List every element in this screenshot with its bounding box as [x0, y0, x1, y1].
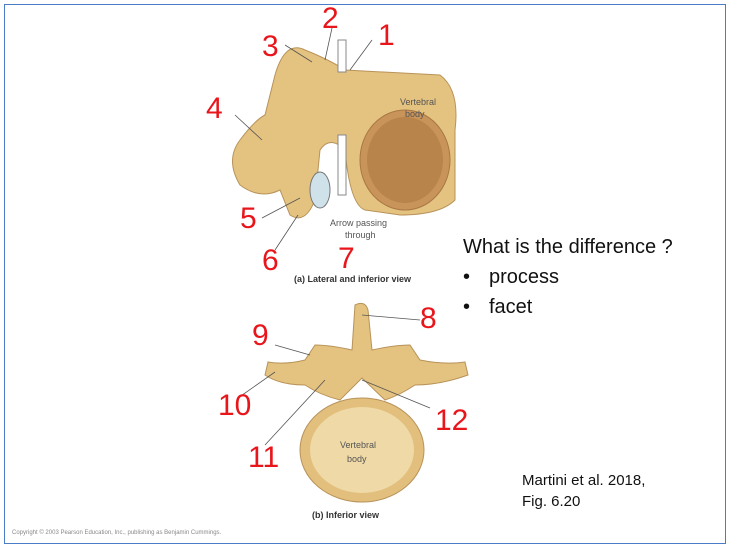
marker-8: 8: [420, 302, 437, 335]
marker-10: 10: [218, 389, 251, 422]
question-title: What is the difference ?: [463, 236, 673, 258]
marker-2: 2: [322, 2, 339, 35]
leader-lines: [234, 27, 431, 446]
marker-12: 12: [435, 404, 468, 437]
vertebral-body-label: Vertebral: [400, 97, 436, 107]
number-markers: 1 2 3 4 5 6 7 8 9 10 11 12: [206, 2, 468, 474]
marker-3: 3: [262, 30, 279, 63]
caption-a: (a) Lateral and inferior view: [294, 274, 412, 284]
marker-7: 7: [338, 242, 355, 275]
marker-11: 11: [248, 441, 279, 474]
arrow-label: Arrow passing: [330, 218, 387, 228]
marker-5: 5: [240, 202, 257, 235]
marker-1: 1: [378, 19, 395, 52]
citation: Martini et al. 2018, Fig. 6.20: [522, 470, 645, 512]
lateral-view-vertebra: Vertebral body Arrow passing through (a)…: [232, 39, 457, 284]
marker-6: 6: [262, 244, 279, 277]
question-item: facet: [463, 292, 673, 322]
marker-4: 4: [206, 92, 223, 125]
vertebral-body-label: Vertebral: [340, 440, 376, 450]
question-block: What is the difference ? process facet: [463, 232, 673, 322]
arrow-label: through: [345, 230, 376, 240]
vertebral-body-label: body: [347, 454, 367, 464]
question-item: process: [463, 262, 673, 292]
caption-b: (b) Inferior view: [312, 510, 380, 520]
marker-9: 9: [252, 319, 269, 352]
copyright-text: Copyright © 2003 Pearson Education, Inc.…: [12, 530, 222, 536]
citation-line: Martini et al. 2018,: [522, 472, 646, 489]
slide-frame: [4, 4, 726, 544]
inferior-view-vertebra: Vertebral body (b) Inferior view: [264, 302, 469, 520]
citation-line: Fig. 6.20: [522, 493, 581, 510]
vertebral-body-label: body: [405, 109, 425, 119]
